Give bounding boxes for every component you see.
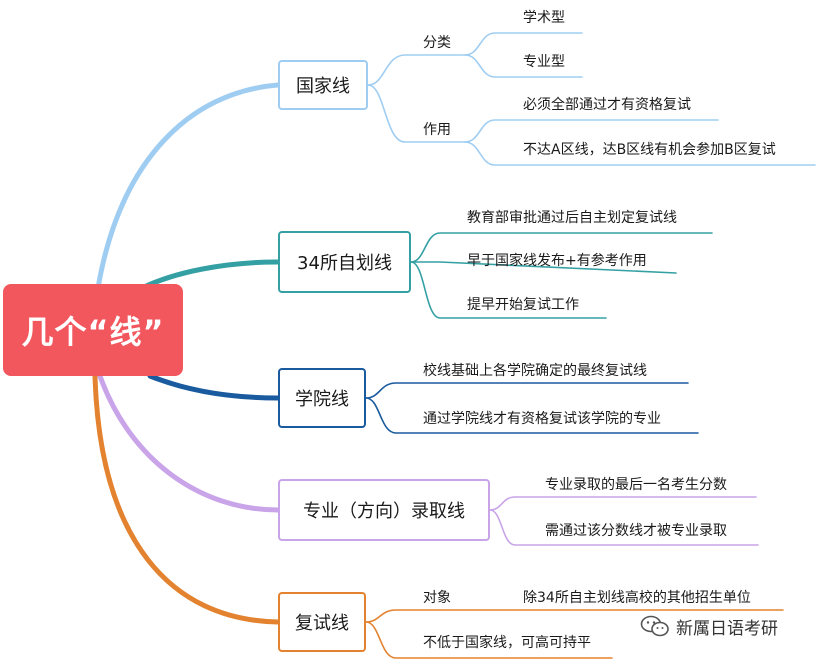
leaf-xueyuan-1: 校线基础上各学院确定的最终复试线	[423, 363, 647, 379]
leaf-zihua-3: 提早开始复试工作	[467, 297, 579, 313]
branch-fushi	[92, 373, 281, 625]
leaf-zhuanye-type: 专业型	[523, 54, 565, 70]
label-duixiang: 对象	[423, 590, 451, 606]
leaf-zhuanye-2: 需通过该分数线才被专业录取	[545, 523, 727, 539]
leaf-xueshu: 学术型	[523, 10, 565, 26]
label-zuoyong: 作用	[423, 122, 451, 138]
watermark-text: 新厲日语考研	[676, 618, 778, 639]
label-fenlei: 分类	[423, 35, 451, 51]
node-xueyuan: 学院线	[278, 368, 366, 428]
leaf-zihua-1: 教育部审批通过后自主划定复试线	[467, 210, 677, 226]
leaf-zihua-2: 早于国家线发布+有参考作用	[467, 253, 647, 269]
root-node: 几个“线”	[3, 284, 183, 376]
watermark: 新厲日语考研	[640, 613, 778, 639]
leaf-xueyuan-2: 通过学院线才有资格复试该学院的专业	[423, 411, 661, 427]
leaf-fushi-2: 不低于国家线，可高可持平	[423, 635, 591, 651]
wechat-icon	[640, 615, 669, 637]
leaf-zuoyong-2: 不达A区线，达B区线有机会参加B区复试	[523, 142, 776, 158]
leaf-zuoyong-1: 必须全部通过才有资格复试	[523, 97, 691, 113]
node-zihua: 34所自划线	[278, 231, 411, 293]
branch-xueyuan	[147, 373, 281, 401]
node-guojia: 国家线	[278, 60, 368, 110]
branch-guojia	[95, 82, 281, 291]
branch-zihua	[139, 259, 281, 291]
branch-zhuanye	[97, 373, 281, 513]
leaf-duixiang: 除34所自主划线高校的其他招生单位	[523, 590, 751, 606]
node-fushi: 复试线	[278, 592, 366, 652]
node-zhuanye: 专业（方向）录取线	[278, 479, 490, 541]
leaf-zhuanye-1: 专业录取的最后一名考生分数	[545, 477, 727, 493]
